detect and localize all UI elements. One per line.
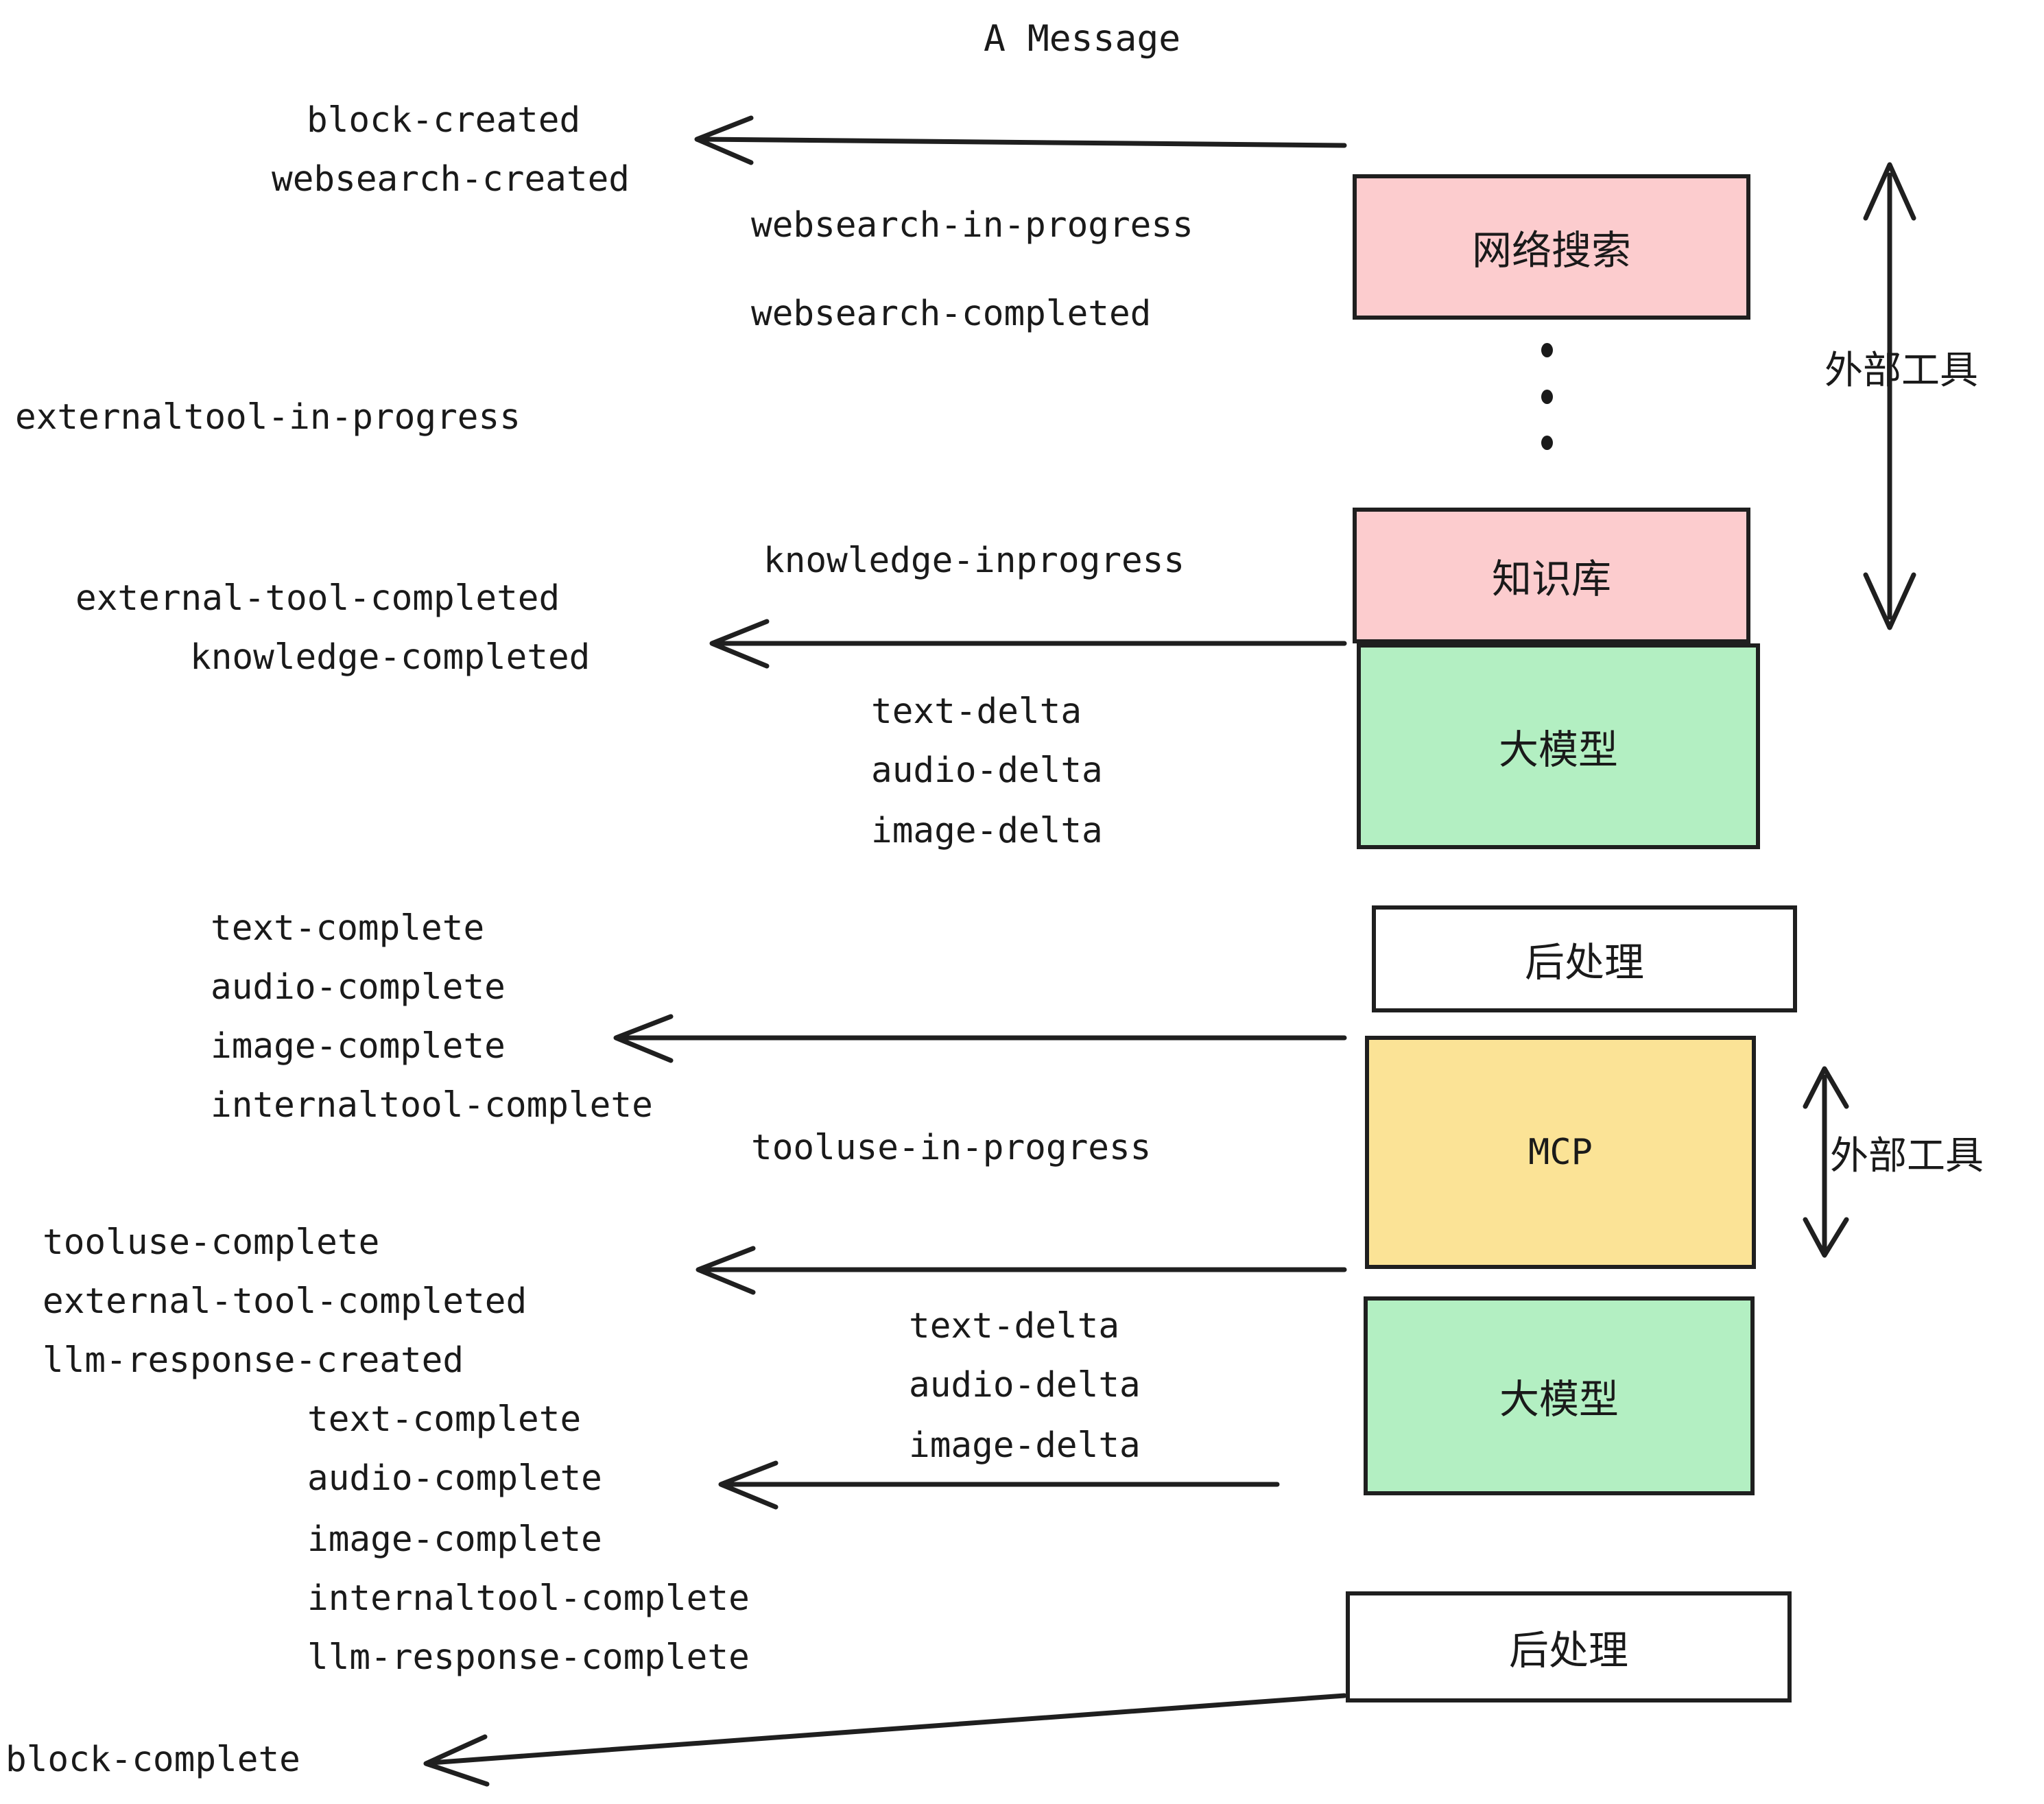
event-websearch-in-progress: websearch-in-progress xyxy=(751,205,1193,246)
event-llm-response-complete: llm-response-complete xyxy=(307,1637,750,1678)
node-websearch[interactable]: 网络搜索 xyxy=(1353,174,1750,320)
event-websearch-created: websearch-created xyxy=(272,159,630,200)
node-llm-2[interactable]: 大模型 xyxy=(1364,1296,1755,1495)
event-internaltool-complete-1: internaltool-complete xyxy=(211,1085,653,1126)
node-postprocess-2[interactable]: 后处理 xyxy=(1346,1591,1792,1702)
ellipsis-dot xyxy=(1541,389,1553,404)
event-audio-delta-2: audio-delta xyxy=(909,1365,1141,1405)
node-postprocess-1-label: 后处理 xyxy=(1524,939,1644,986)
event-text-complete-1: text-complete xyxy=(211,908,485,949)
node-websearch-label: 网络搜索 xyxy=(1471,227,1631,274)
node-mcp[interactable]: MCP xyxy=(1365,1036,1756,1269)
event-text-delta-1: text-delta xyxy=(871,691,1082,732)
vertical-ellipsis xyxy=(1540,343,1554,450)
event-websearch-completed: websearch-completed xyxy=(751,294,1152,334)
node-knowledge-label: 知识库 xyxy=(1491,556,1611,602)
node-llm-1[interactable]: 大模型 xyxy=(1357,643,1760,849)
event-knowledge-completed: knowledge-completed xyxy=(190,637,591,678)
side-label-external-tools-top: 外部工具 xyxy=(1825,348,1978,393)
event-image-complete-2: image-complete xyxy=(307,1519,602,1560)
event-text-complete-2: text-complete xyxy=(307,1399,582,1440)
event-block-created: block-created xyxy=(307,100,581,141)
event-image-delta-2: image-delta xyxy=(909,1425,1141,1466)
event-tooluse-in-progress: tooluse-in-progress xyxy=(751,1128,1152,1168)
node-llm-2-label: 大模型 xyxy=(1499,1376,1619,1423)
node-knowledge[interactable]: 知识库 xyxy=(1353,508,1750,643)
event-knowledge-inprogress: knowledge-inprogress xyxy=(763,541,1185,581)
node-postprocess-2-label: 后处理 xyxy=(1508,1627,1628,1674)
node-mcp-label: MCP xyxy=(1528,1132,1593,1173)
ellipsis-dot xyxy=(1541,343,1553,357)
side-label-external-tools-bottom: 外部工具 xyxy=(1830,1134,1984,1178)
event-tooluse-complete: tooluse-complete xyxy=(43,1222,380,1263)
event-external-tool-completed-1: external-tool-completed xyxy=(75,578,560,619)
node-postprocess-1[interactable]: 后处理 xyxy=(1372,905,1797,1012)
event-audio-complete-1: audio-complete xyxy=(211,967,506,1008)
event-externaltool-in-progress: externaltool-in-progress xyxy=(15,397,521,438)
event-image-delta-1: image-delta xyxy=(871,811,1103,851)
node-llm-1-label: 大模型 xyxy=(1498,726,1618,773)
event-block-complete: block-complete xyxy=(5,1740,300,1780)
ellipsis-dot xyxy=(1541,436,1553,450)
event-text-delta-2: text-delta xyxy=(909,1306,1120,1346)
event-image-complete-1: image-complete xyxy=(211,1026,506,1067)
event-llm-response-created: llm-response-created xyxy=(43,1340,464,1381)
event-audio-complete-2: audio-complete xyxy=(307,1458,602,1499)
event-external-tool-completed-2: external-tool-completed xyxy=(43,1281,527,1322)
page-title: A Message xyxy=(984,18,1181,60)
event-audio-delta-1: audio-delta xyxy=(871,750,1103,791)
event-internaltool-complete-2: internaltool-complete xyxy=(307,1578,750,1619)
